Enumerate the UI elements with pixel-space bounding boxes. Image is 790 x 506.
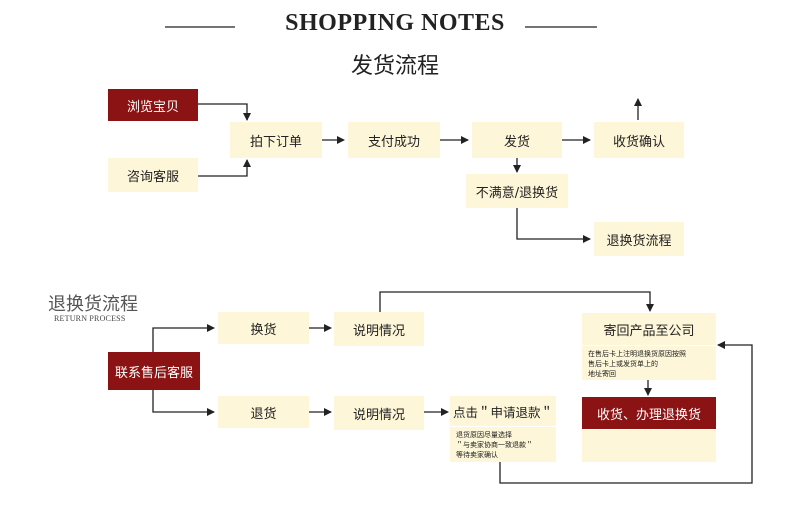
arrow-explain-to-sendback [379, 291, 654, 312]
contact-service-button[interactable]: 联系售后客服 [108, 352, 200, 390]
arrow-contact-to-refund [152, 390, 215, 416]
place-order-box[interactable]: 拍下订单 [230, 122, 322, 158]
arrow-consult-to-order [198, 159, 251, 177]
send-note-line-1: 在售后卡上注明退换货原因按照 [588, 350, 686, 358]
arrow-unsatisfied-to-return [516, 208, 591, 243]
arrow-contact-to-exchange [152, 324, 215, 352]
arrow-refund-loop [499, 341, 753, 484]
exchange-box[interactable]: 换货 [218, 312, 309, 344]
refund-note-line-2: ＂与卖家协商一致退款＂ [456, 441, 533, 449]
return-flow-box[interactable]: 退换货流程 [594, 222, 684, 256]
payment-success-box[interactable]: 支付成功 [348, 122, 440, 158]
consult-service-box[interactable]: 咨询客服 [108, 158, 198, 192]
receipt-confirm-box[interactable]: 收货确认 [594, 122, 684, 158]
send-back-box[interactable]: 寄回产品至公司 [582, 313, 716, 345]
refund-box[interactable]: 退货 [218, 396, 309, 428]
return-section-subtitle: RETURN PROCESS [54, 314, 126, 323]
receive-note-area [582, 430, 716, 462]
explain-refund-box[interactable]: 说明情况 [334, 396, 424, 430]
page-subtitle: 发货流程 [350, 54, 439, 79]
browse-button[interactable]: 浏览宝贝 [108, 89, 198, 121]
ship-box[interactable]: 发货 [472, 122, 562, 158]
send-back-note: 在售后卡上注明退换货原因按照 售后卡上或发货单上的 地址寄回 [582, 346, 716, 380]
refund-note-line-1: 退货原因尽量选择 [456, 431, 512, 439]
refund-note: 退货原因尽量选择 ＂与卖家协商一致退款＂ 等待卖家确认 [450, 427, 556, 462]
unsatisfied-return-box[interactable]: 不满意/退换货 [466, 174, 568, 208]
arrow-browse-to-order [198, 103, 251, 121]
receive-process-button[interactable]: 收货、办理退换货 [582, 397, 716, 429]
explain-exchange-box[interactable]: 说明情况 [334, 312, 424, 346]
send-note-line-3: 地址寄回 [588, 370, 616, 378]
send-note-line-2: 售后卡上或发货单上的 [588, 360, 658, 368]
refund-note-line-3: 等待卖家确认 [456, 451, 498, 459]
return-section-title: 退换货流程 [48, 294, 138, 315]
page-title: SHOPPING NOTES [285, 10, 505, 36]
click-apply-refund-box[interactable]: 点击＂申请退款＂ [450, 396, 556, 426]
